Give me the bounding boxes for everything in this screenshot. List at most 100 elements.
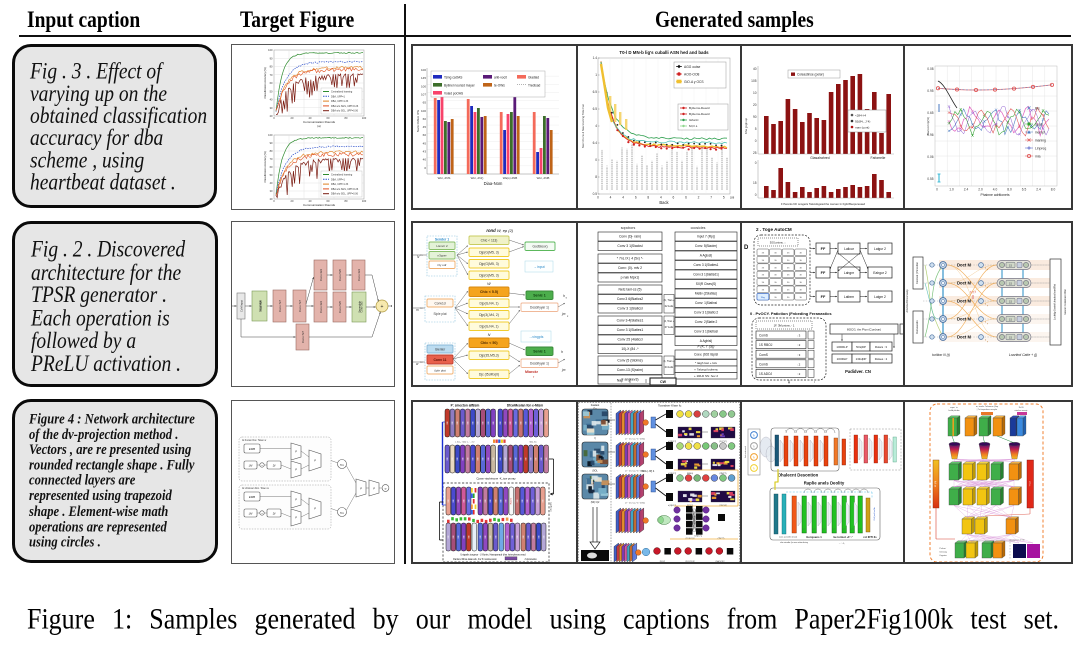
svg-text:h: h (561, 350, 563, 354)
svg-text:llIllll: llIllll (447, 421, 449, 425)
svg-text:(9dOC)|2: (9dOC)|2 (716, 561, 726, 562)
svg-text:P: P (314, 508, 316, 511)
svg-text:fc: fc (825, 431, 826, 433)
svg-text:W: W (487, 282, 491, 286)
svg-text:Coleastinse (polar): Coleastinse (polar) (797, 73, 824, 77)
svg-text:llIllll: llIllll (546, 421, 548, 425)
svg-text:Conv 3 1|Siaticsl: Conv 3 1|Siaticsl (617, 307, 642, 311)
svg-text:llIllll: llIllll (517, 499, 519, 503)
svg-text:At Known Doc. Token w: At Known Doc. Token w (242, 439, 267, 442)
svg-text:f: f (985, 284, 986, 288)
svg-text:15: 15 (753, 181, 757, 185)
svg-text:Centralized learning: Centralized learning (331, 91, 353, 94)
svg-text:p: p (986, 269, 989, 271)
svg-text:Lochtdg-SasietA zhadued/samllR: Lochtdg-SasietA zhadued/samllRat (1054, 284, 1057, 320)
svg-text:llIllll: llIllll (517, 535, 519, 539)
svg-text:h: h (563, 294, 565, 298)
svg-text:Dosdriyyar 1): Dosdriyyar 1) (530, 362, 549, 366)
svg-text:llIllll: llIllll (458, 499, 460, 503)
svg-text:gsrceoreton 5 Tlrb: gsrceoreton 5 Tlrb (1009, 539, 1024, 542)
svg-text:15: 15 (1009, 264, 1012, 268)
svg-text:(l ~ 1C Cs;/ C~1O0): (l ~ 1C Cs;/ C~1O0) (625, 503, 645, 505)
svg-text:Byltems-Deard: Byltems-Deard (689, 106, 710, 110)
svg-text:llIllll: llIllll (515, 457, 517, 461)
svg-text:10j-X (84 -*: 10j-X (84 -* (621, 347, 639, 351)
svg-text:0: 0 (597, 196, 599, 200)
svg-text:Chic < 5.5): Chic < 5.5) (480, 290, 499, 294)
svg-text:(1, Tram +: (1, Tram + (664, 360, 676, 363)
svg-text:llIllll: llIllll (458, 535, 460, 539)
svg-text:50: 50 (270, 89, 273, 93)
svg-text:fc: fc (805, 431, 806, 433)
svg-text:Conv 5x5: Conv 5x5 (338, 269, 342, 281)
svg-text:100: 100 (421, 84, 426, 88)
svg-text:DBA, UPP=1: DBA, UPP=1 (331, 95, 346, 98)
svg-text:RsLaTe: RsLaTe (511, 498, 513, 504)
svg-text:90: 90 (270, 141, 273, 145)
svg-text:60: 60 (327, 199, 330, 203)
svg-text:3ft: 3ft (799, 289, 802, 292)
svg-text:Avg: Avg (340, 511, 345, 514)
svg-text:0.5: 0.5 (593, 192, 598, 196)
svg-text:llIllll: llIllll (480, 535, 482, 539)
svg-text:Conv 3 1|Siacksl: Conv 3 1|Siacksl (617, 244, 642, 248)
svg-text:188: 188 (730, 196, 735, 200)
svg-text:Netc tanl-ss (5): Netc tanl-ss (5) (619, 288, 642, 292)
svg-text:(BIB0): (BIB0) (687, 473, 693, 475)
svg-text:Conv: 1|Siatlnsl: Conv: 1|Siatlnsl (695, 301, 717, 305)
svg-text:llIllll: llIllll (520, 457, 522, 461)
svg-text:90: 90 (270, 56, 273, 60)
svg-text:2.4: 2.4 (964, 188, 969, 192)
svg-text:(iple plat: (iple plat (434, 368, 446, 372)
svg-text:15: 15 (1009, 282, 1012, 286)
svg-text:T Cd: T Cd (1029, 481, 1031, 486)
svg-text:n3yper: n3yper (437, 254, 446, 258)
svg-text:DI: DI (273, 464, 276, 468)
svg-text:Conv.3 1|Siatisd1|: Conv.3 1|Siatisd1| (693, 273, 719, 277)
svg-text:2.0: 2.0 (978, 188, 983, 192)
svg-text:0: 0 (595, 158, 597, 162)
svg-text:LM: LM (249, 464, 253, 468)
svg-text:llIllll: llIllll (531, 457, 533, 461)
svg-text:ComS: ComS (759, 353, 768, 357)
svg-text:1F (O): 1F (O) (935, 481, 937, 488)
svg-text:Wor, dNB: Wor, dNB (537, 176, 550, 180)
svg-text:133s|DP: 133s|DP (856, 357, 867, 361)
svg-text:+ 1RLD SS: hov 2: + 1RLD SS: hov 2 (694, 374, 718, 378)
svg-text:Orgetos: Orgetos (939, 554, 946, 557)
svg-text:p: p (986, 323, 989, 325)
svg-text:2.4: 2.4 (1036, 188, 1041, 192)
svg-text:60: 60 (423, 117, 427, 121)
svg-text:Conv 7x7: Conv 7x7 (298, 300, 302, 312)
svg-text:N: N (417, 255, 420, 259)
svg-text:6.5: 6.5 (593, 90, 598, 94)
svg-text:T2: T2 (420, 308, 423, 310)
svg-text:Conv (5 (Stolins): Conv (5 (Stolins) (617, 359, 642, 363)
svg-text:fc: fc (815, 431, 816, 433)
svg-text:P: P (373, 488, 375, 491)
svg-text:llIllll: llIllll (493, 421, 495, 425)
svg-text:llIllll: llIllll (531, 421, 533, 425)
svg-text:0 . PvOCY. Patiction (Fnbedin: 0 . PvOCY. Patiction (Fnbeding Feranasti… (750, 311, 832, 316)
svg-text:0: 0 (936, 188, 938, 192)
svg-text:rond: rond (486, 228, 496, 233)
svg-text:−: − (261, 512, 263, 516)
svg-text:FF: FF (821, 295, 826, 299)
svg-text:llIllll: llIllll (452, 421, 454, 425)
svg-text:Festival | PiconRat: Festival | PiconRat (915, 262, 919, 284)
svg-text:llIllll: llIllll (536, 421, 538, 425)
svg-text:llIllll: llIllll (541, 457, 543, 461)
svg-text:Gorsjoens 1: Gorsjoens 1 (806, 535, 822, 539)
svg-text:rot IDTI 3s: rot IDTI 3s (863, 535, 877, 539)
svg-text:0: 0 (273, 116, 275, 120)
svg-text:Rolses : 2: Rolses : 2 (875, 357, 888, 361)
svg-text:llIllll: llIllll (510, 421, 512, 425)
svg-text:te-OWs: te-OWs (494, 83, 505, 87)
svg-text:Senic 1: Senic 1 (533, 294, 546, 298)
svg-text:Classification Accuracy (%): Classification Accuracy (%) (263, 67, 267, 98)
svg-text:3ft: 3ft (799, 274, 802, 277)
svg-text:llIllll: llIllll (462, 421, 464, 425)
svg-text:p: p (986, 341, 989, 343)
svg-text:Tsing caOAS: Tsing caOAS (444, 75, 462, 79)
svg-text:llIllll: llIllll (538, 535, 540, 539)
